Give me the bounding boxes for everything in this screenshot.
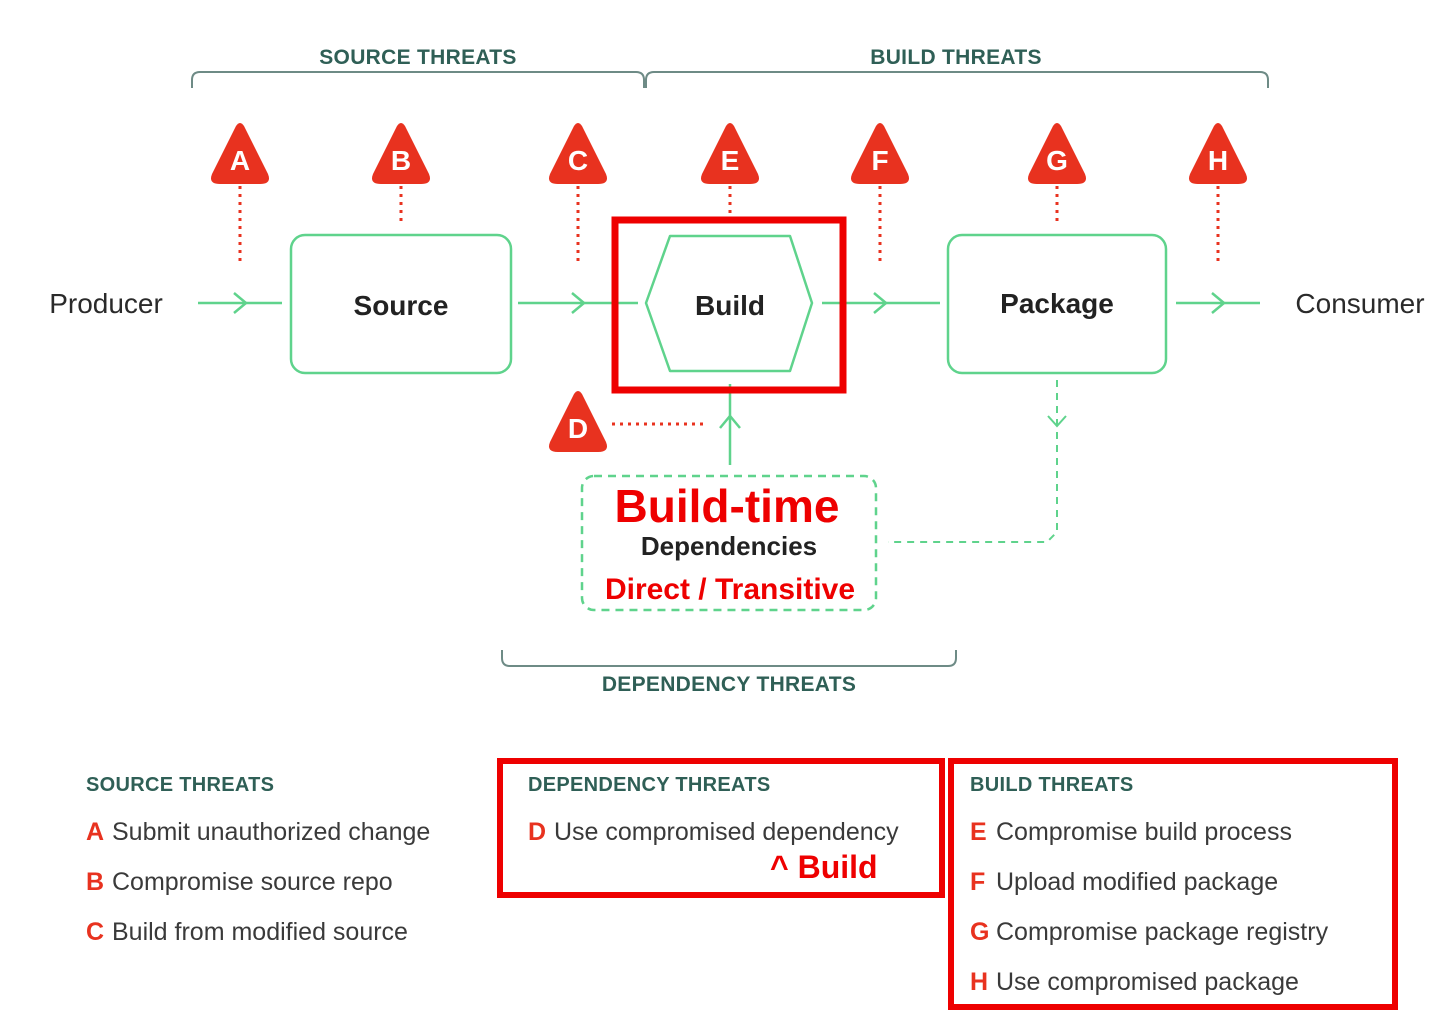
legend-letter: H	[970, 968, 989, 996]
source-stage-label: Source	[354, 290, 449, 321]
legend-text: Compromise package registry	[996, 918, 1329, 946]
build-annotation-box	[611, 216, 847, 394]
threat-badge-letter: E	[721, 145, 740, 176]
package-stage-label: Package	[1000, 288, 1114, 319]
legend-dependency-title: DEPENDENCY THREATS	[528, 774, 771, 796]
package-to-dependencies-dashed-line	[888, 380, 1058, 543]
legend-letter: B	[86, 868, 105, 896]
source-threats-bracket	[191, 71, 645, 88]
legend-source-title: SOURCE THREATS	[86, 774, 275, 796]
legend-letter: E	[970, 818, 987, 846]
threat-badge-letter: D	[568, 413, 588, 444]
dependencies-box	[580, 474, 878, 612]
threat-badge-a: A	[211, 123, 269, 184]
legend-text: Use compromised dependency	[554, 818, 899, 846]
package-to-dependencies-arrowhead	[1047, 415, 1067, 428]
build-stage-label: Build	[695, 290, 765, 321]
legend-build-title: BUILD THREATS	[970, 774, 1134, 796]
threat-badge-letter: C	[568, 145, 588, 176]
producer-to-source-arrowhead	[233, 292, 248, 314]
legend-text: Upload modified package	[996, 868, 1279, 896]
threat-badge-b: B	[372, 123, 430, 184]
threat-badge-shape	[549, 391, 607, 452]
package-stage-box	[946, 233, 1168, 375]
threat-badge-c: C	[549, 123, 607, 184]
legend-text: Build from modified source	[112, 918, 408, 946]
threat-badge-h: H	[1189, 123, 1247, 184]
dependencies-overlay-title: Build-time	[615, 480, 840, 532]
legend-text: Submit unauthorized change	[112, 818, 431, 846]
dependency-threats-label: DEPENDENCY THREATS	[602, 673, 856, 696]
legend-letter: A	[86, 818, 105, 846]
threat-badge-letter: G	[1046, 145, 1068, 176]
build-to-package-arrowhead	[873, 292, 888, 314]
dependencies-label: Dependencies	[641, 531, 817, 561]
threat-badge-f: F	[851, 123, 909, 184]
build-threats-bracket	[645, 71, 1269, 88]
threat-badge-shape	[211, 123, 269, 184]
package-to-consumer-arrowhead	[1211, 292, 1226, 314]
threat-badge-letter: H	[1208, 145, 1228, 176]
threat-badge-shape	[701, 123, 759, 184]
legend-text: Use compromised package	[996, 968, 1299, 996]
threat-badge-letter: A	[230, 145, 250, 176]
dependencies-to-build-arrowhead	[719, 414, 741, 429]
legend-letter: D	[528, 818, 547, 846]
dependency-threats-bracket	[501, 650, 957, 667]
dependency-build-note: ^ Build	[770, 849, 878, 885]
legend-text: Compromise source repo	[112, 868, 393, 896]
build-stage-hexagon	[644, 234, 814, 373]
source-threats-label: SOURCE THREATS	[319, 46, 517, 69]
legend-letter: C	[86, 918, 105, 946]
legend-item: F Upload modified package	[970, 868, 1328, 918]
source-to-build-arrowhead	[571, 292, 586, 314]
threat-badge-shape	[549, 123, 607, 184]
build-threats-annotation-box	[948, 758, 1398, 1010]
threat-badge-d: D	[549, 391, 607, 452]
producer-label: Producer	[49, 288, 163, 319]
legend-text: Compromise build process	[996, 818, 1292, 846]
threat-badge-e: E	[701, 123, 759, 184]
consumer-label: Consumer	[1295, 288, 1424, 319]
legend-letter: G	[970, 918, 990, 946]
build-threats-label: BUILD THREATS	[870, 46, 1042, 69]
threat-badge-shape	[1028, 123, 1086, 184]
threat-badge-g: G	[1028, 123, 1086, 184]
threat-badge-shape	[851, 123, 909, 184]
legend-letter: F	[970, 868, 986, 896]
threat-badge-letter: B	[391, 145, 411, 176]
threat-badge-letter: F	[871, 145, 888, 176]
dependency-annotation-box	[497, 758, 945, 898]
threat-badge-shape	[1189, 123, 1247, 184]
threat-badge-shape	[372, 123, 430, 184]
dependencies-overlay-subtitle: Direct / Transitive	[605, 573, 855, 606]
source-stage-box	[289, 233, 513, 375]
legend-item: E Compromise build process	[970, 818, 1328, 868]
